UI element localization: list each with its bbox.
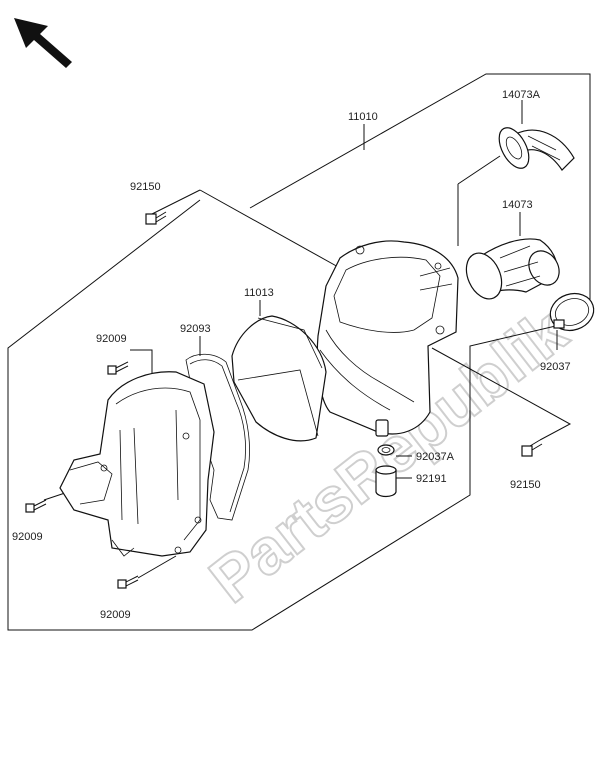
bolt-92150-top <box>145 211 167 225</box>
assembly-outline-inner <box>199 189 341 269</box>
callout-92009-top: 92009 <box>96 333 127 345</box>
callout-92009-bottom: 92009 <box>100 609 131 621</box>
callout-92191: 92191 <box>416 473 447 485</box>
callout-14073a: 14073A <box>502 89 541 101</box>
air-cleaner-cover <box>59 371 215 557</box>
filter-element-11013 <box>231 315 327 442</box>
screw-92009-top <box>107 361 129 375</box>
assembly-outline-outer <box>7 73 591 631</box>
direction-arrow-icon <box>14 18 72 68</box>
screw-92009-left <box>25 499 47 513</box>
duct-14073 <box>465 238 560 300</box>
bolt-92150-bottom <box>521 439 543 457</box>
callout-92037: 92037 <box>540 361 571 373</box>
callout-11010: 11010 <box>348 111 378 123</box>
drain-tube-92191 <box>375 465 397 498</box>
callout-92009-left: 92009 <box>12 531 43 543</box>
callout-92150-bottom: 92150 <box>510 479 541 491</box>
callout-92093: 92093 <box>180 323 211 335</box>
clamp-92037 <box>549 292 595 332</box>
clip-92037a <box>377 444 395 456</box>
callout-14073: 14073 <box>502 199 533 211</box>
duct-elbow-14073a <box>498 127 575 171</box>
callout-11013: 11013 <box>244 287 274 299</box>
screw-92009-bottom <box>117 575 139 589</box>
callout-92150-top: 92150 <box>130 181 161 193</box>
gasket-92093 <box>185 353 250 521</box>
callout-92037a: 92037A <box>416 451 455 463</box>
